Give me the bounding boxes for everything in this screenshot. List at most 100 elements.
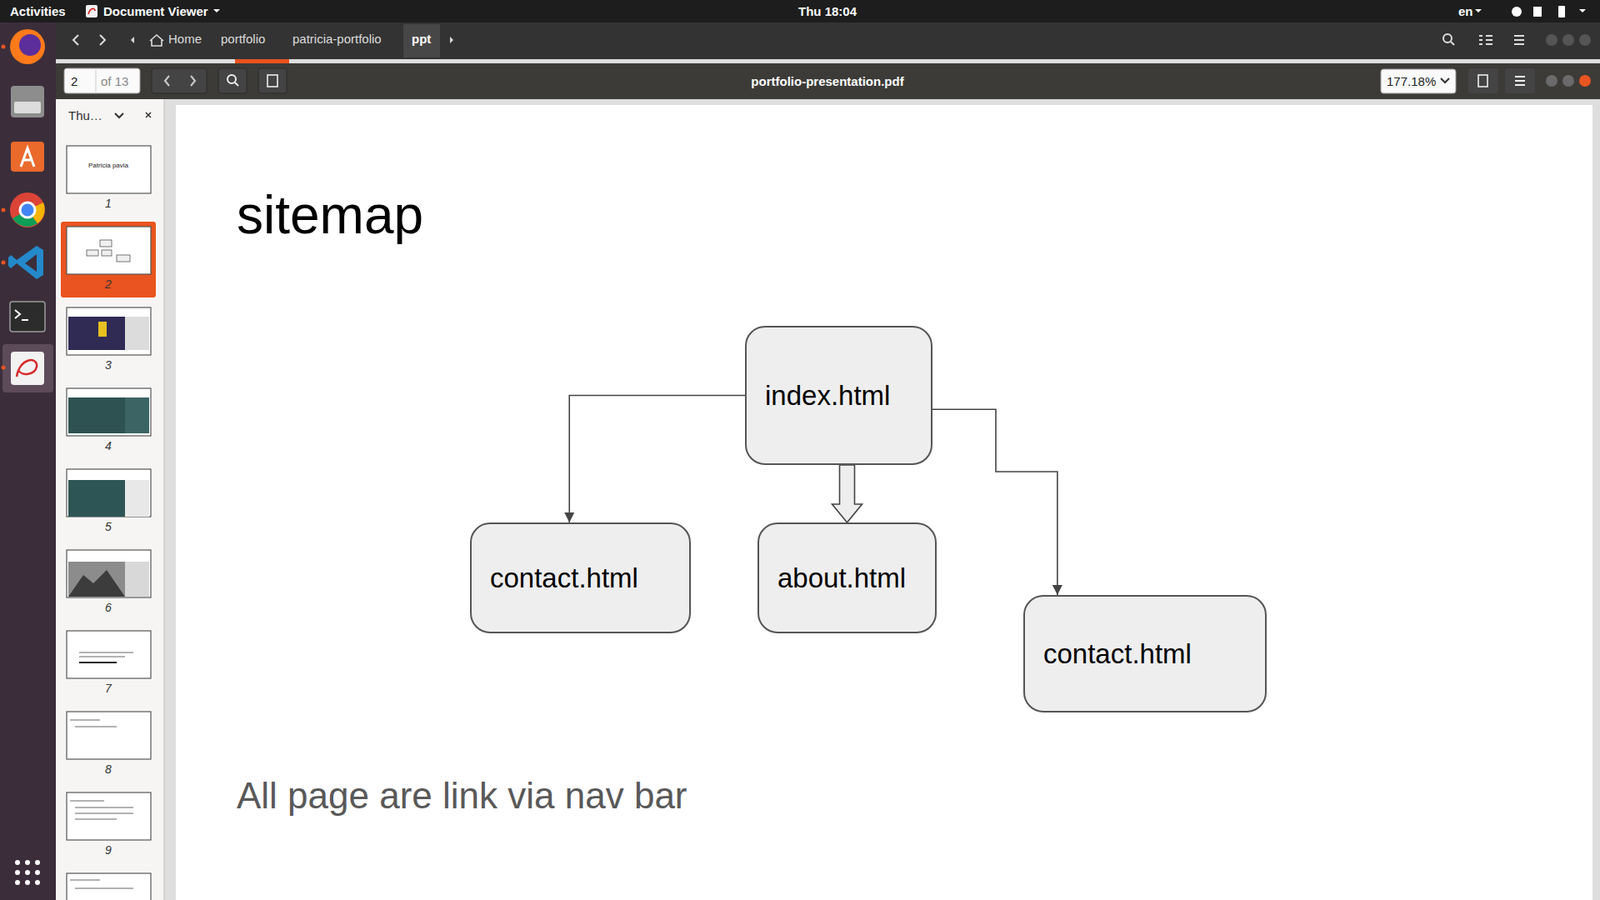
block-arrow xyxy=(832,465,863,523)
find-button xyxy=(218,68,247,94)
page-entry xyxy=(64,68,140,94)
thumbnail-number: 2 xyxy=(105,277,112,291)
page-box: about.html xyxy=(757,522,937,634)
thumbnail-text: Patricia pavia xyxy=(88,161,129,170)
vscode-icon xyxy=(8,245,44,280)
page-count: of 13 xyxy=(100,74,129,89)
box-label: contact.html xyxy=(1043,638,1192,670)
page-nav-group xyxy=(151,68,207,94)
box-label: contact.html xyxy=(490,562,639,595)
file-manager-header xyxy=(55,22,1600,60)
sidebar-dropdown xyxy=(115,113,124,118)
thumbnail-number: 3 xyxy=(105,358,112,372)
sidebar-button xyxy=(258,68,287,94)
chrome-icon xyxy=(10,192,45,228)
thumbnail-screenshot xyxy=(68,316,150,597)
page-entry-divider xyxy=(95,70,97,92)
viewer-dock-icon xyxy=(10,351,45,385)
thumbnail-number: 5 xyxy=(105,520,112,534)
sidebar-border xyxy=(164,99,165,900)
path-scroll-left xyxy=(130,36,135,44)
dock-running-dot xyxy=(1,365,6,370)
thumbnail-number: 4 xyxy=(105,439,112,453)
home-icon xyxy=(150,35,164,46)
slide-title: sitemap xyxy=(236,185,424,247)
thumbnail-number: 9 xyxy=(105,843,112,857)
thumbnail-number: 6 xyxy=(105,600,112,615)
page-prev xyxy=(165,75,170,86)
software-icon-letter xyxy=(20,148,35,167)
nav-back xyxy=(73,35,79,45)
menu-caret xyxy=(1579,9,1586,13)
breadcrumb-current: ppt xyxy=(411,31,431,46)
firefox-icon-globe xyxy=(19,34,41,56)
breadcrumb: Home xyxy=(168,31,202,46)
document-area xyxy=(165,99,1600,900)
viewer-header xyxy=(55,63,1600,100)
thumbnail-selected xyxy=(60,221,156,298)
thumbnail-number: 1 xyxy=(105,196,112,210)
menu-caret xyxy=(213,9,220,13)
firefox-icon xyxy=(10,29,45,65)
sidebar-close xyxy=(145,112,151,118)
software-icon xyxy=(10,141,45,172)
terminal-prompt xyxy=(15,310,29,320)
dock-running-dot xyxy=(1,208,6,213)
dock-running-dot xyxy=(1,45,6,50)
thumbnail-number: 7 xyxy=(105,681,112,695)
window-button xyxy=(1562,75,1575,87)
tab-indicator xyxy=(235,59,290,64)
window-gap xyxy=(55,59,1600,64)
sidebar-mode: Thu… xyxy=(68,108,103,123)
topbar-button: Activities xyxy=(10,4,66,19)
breadcrumb: patricia-portfolio xyxy=(292,31,382,46)
dock xyxy=(0,22,56,900)
chrome-icon-center xyxy=(20,202,35,218)
view-icon xyxy=(1479,35,1493,45)
breadcrumb: portfolio xyxy=(220,31,265,46)
thumbnail-sitemap xyxy=(86,240,130,262)
zoom-caret xyxy=(1440,78,1450,83)
search-icon xyxy=(1443,34,1452,43)
dock-running-dot xyxy=(1,260,6,265)
path-scroll-right xyxy=(450,36,454,44)
app-menu: Document Viewer xyxy=(103,4,209,19)
volume-icon xyxy=(1533,6,1542,17)
annotate-icon xyxy=(1478,75,1488,87)
wifi-icon xyxy=(1511,6,1522,17)
terminal-icon xyxy=(10,301,45,332)
sidebar-icon xyxy=(267,75,278,87)
window-button xyxy=(1562,34,1575,46)
viewer-app-icon xyxy=(85,5,98,18)
vscode-icon-cut xyxy=(25,254,37,272)
menu-caret xyxy=(1475,9,1482,13)
menu-icon xyxy=(1514,35,1525,45)
thumbnail-text-lines xyxy=(70,652,134,889)
page-box: contact.html xyxy=(1023,595,1267,713)
app-grid-icon xyxy=(15,860,40,885)
clock: Thu 18:04 xyxy=(798,4,857,19)
battery-icon xyxy=(1558,5,1565,18)
page-next xyxy=(190,75,195,86)
box-label: about.html xyxy=(777,562,906,595)
box-label: index.html xyxy=(765,380,890,412)
link-arrow xyxy=(569,395,745,524)
page-box: contact.html xyxy=(470,522,691,634)
page-number: 2 xyxy=(70,74,78,89)
menu-icon xyxy=(1515,76,1525,85)
files-icon-drawer xyxy=(14,101,41,114)
page-box: index.html xyxy=(745,325,933,465)
link-arrow xyxy=(932,409,1058,595)
files-icon xyxy=(10,85,45,118)
top-bar xyxy=(0,0,1600,23)
thumbnail-number: 8 xyxy=(105,762,112,776)
zoom-level: 177.18% xyxy=(1386,74,1436,89)
keyboard-layout: en xyxy=(1458,4,1474,19)
dock-active-highlight xyxy=(2,344,54,393)
breadcrumb-active xyxy=(403,24,440,58)
find-icon-handle xyxy=(235,82,239,86)
slide-caption: All page are link via nav bar xyxy=(236,775,688,818)
zoom-box xyxy=(1380,69,1456,94)
viewer-dock-icon-mark xyxy=(16,360,37,377)
